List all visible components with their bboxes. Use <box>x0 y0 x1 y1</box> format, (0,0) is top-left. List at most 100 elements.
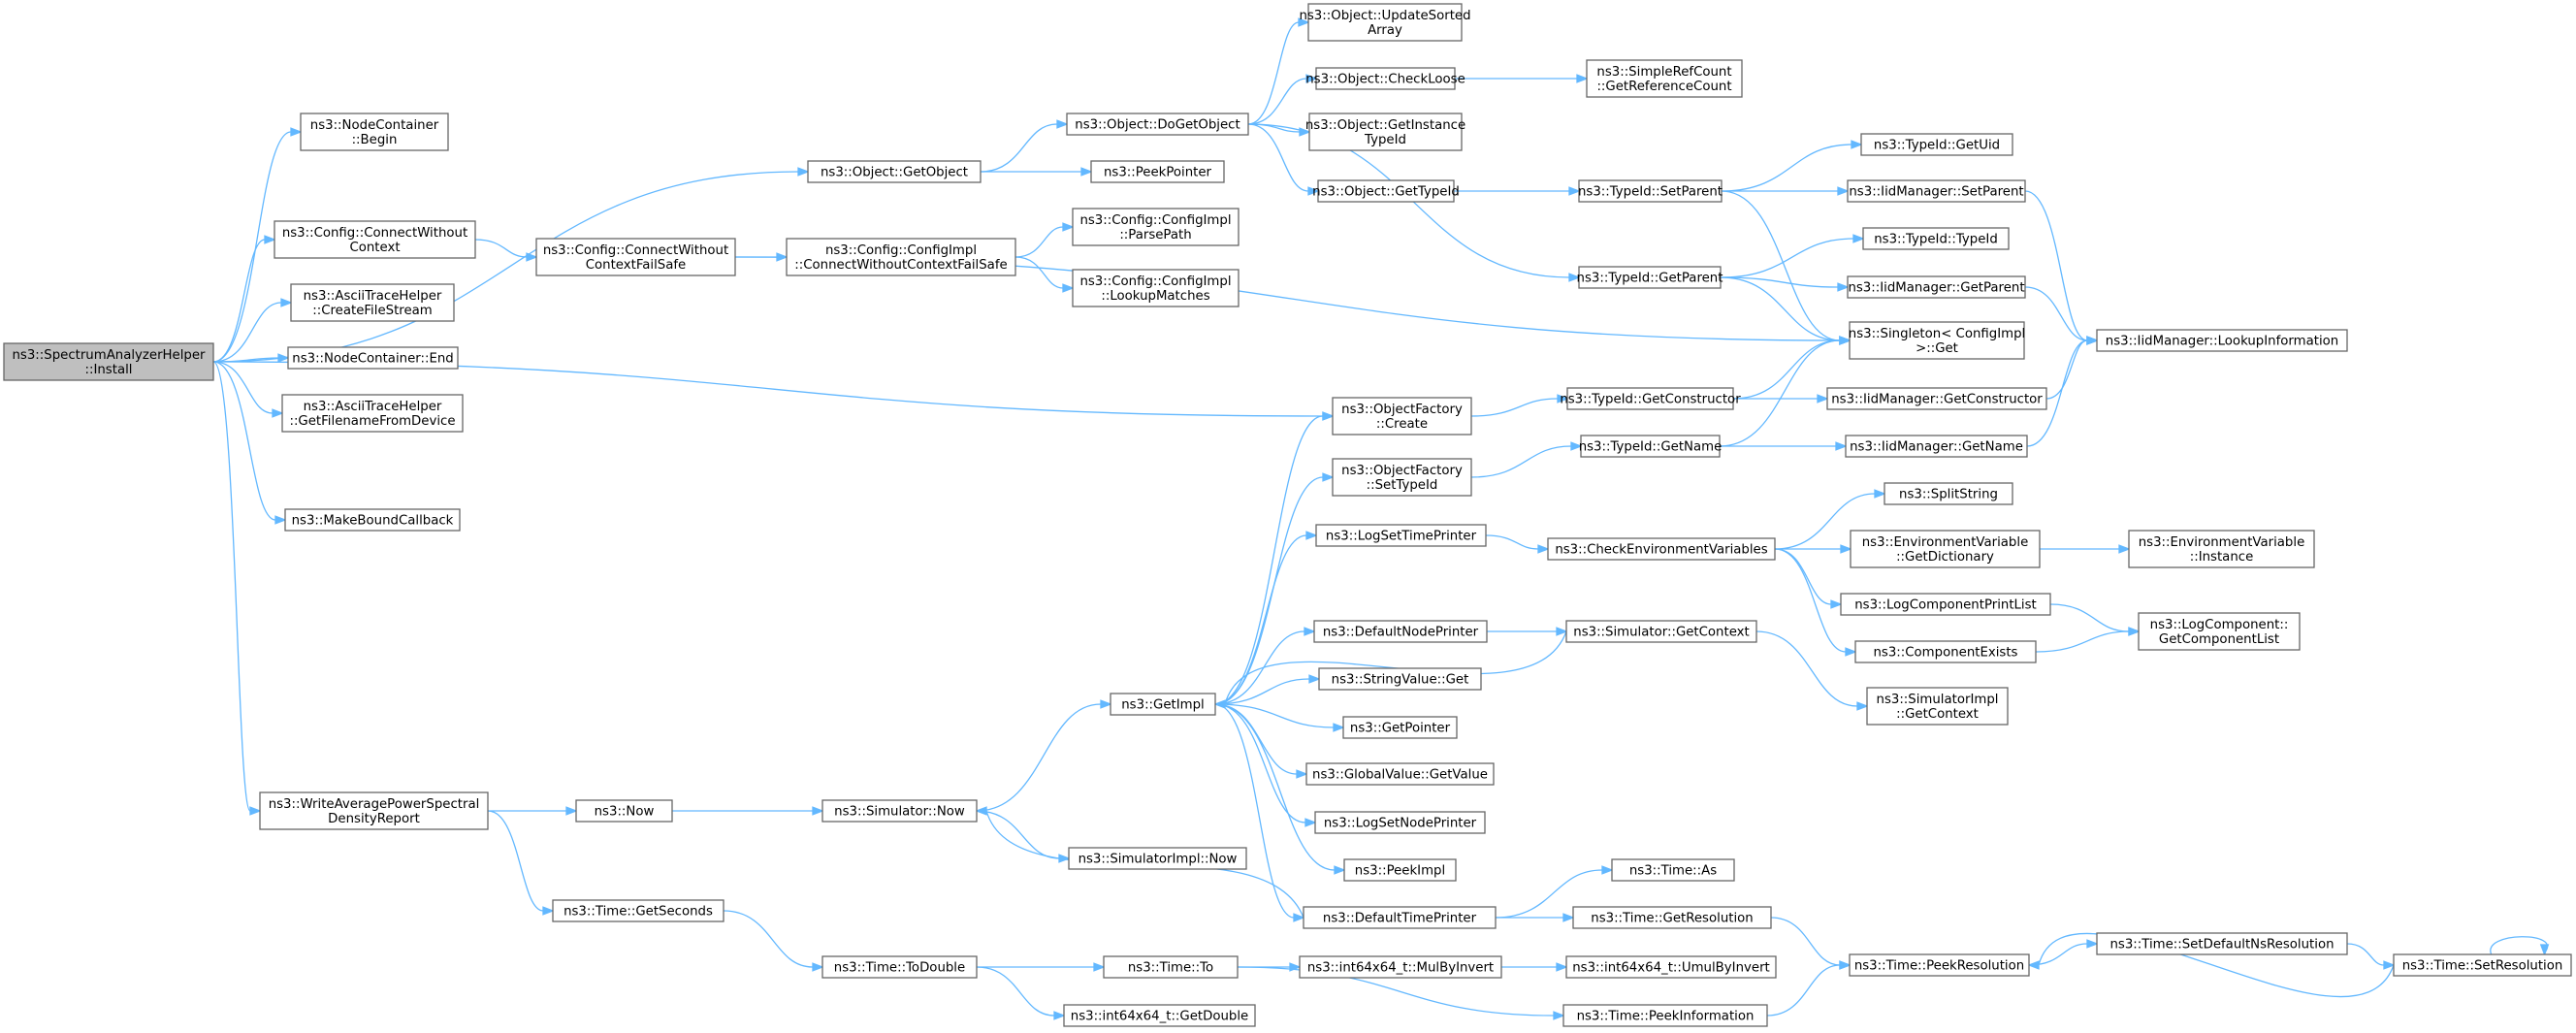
function-node-stringvalue[interactable]: ns3::StringValue::Get <box>1318 667 1482 691</box>
function-node-iid-lookup[interactable]: ns3::IidManager::LookupInformation <box>2096 329 2348 352</box>
function-node-box <box>1315 524 1487 547</box>
function-node-time-getsec[interactable]: ns3::Time::GetSeconds <box>552 899 724 922</box>
function-node-box <box>1314 811 1486 834</box>
function-node-simimpl-now[interactable]: ns3::SimulatorImpl::Now <box>1068 847 1247 870</box>
function-node-label: ns3::Time::GetSeconds <box>564 905 713 920</box>
call-edge-now-to-sim-now <box>672 806 824 816</box>
function-node-time-to[interactable]: ns3::Time::To <box>1103 955 1239 979</box>
function-node-label: ns3::MakeBoundCallback <box>292 514 454 529</box>
function-node-of-create[interactable]: ns3::ObjectFactory::Create <box>1332 397 1472 436</box>
function-node-obj-checkloose[interactable]: ns3::Object::CheckLoose <box>1305 67 1465 90</box>
function-node-peekpointer[interactable]: ns3::PeekPointer <box>1090 160 1225 183</box>
function-node-tid-getctor[interactable]: ns3::TypeId::GetConstructor <box>1560 387 1741 410</box>
function-node-box <box>1565 620 1757 643</box>
function-node-box <box>1847 179 2026 203</box>
function-node-time-setdefns[interactable]: ns3::Time::SetDefaultNsResolution <box>2096 932 2348 955</box>
function-node-getobject[interactable]: ns3::Object::GetObject <box>807 160 982 183</box>
function-node-box <box>281 394 464 433</box>
function-node-box <box>2393 953 2572 977</box>
function-node-sim-now[interactable]: ns3::Simulator::Now <box>821 799 978 823</box>
function-node-iid-getparent[interactable]: ns3::IidManager::GetParent <box>1847 275 2026 299</box>
function-node-defnodeprinter[interactable]: ns3::DefaultNodePrinter <box>1313 620 1488 643</box>
function-node-i64-mulbyinv[interactable]: ns3::int64x64_t::MulByInvert <box>1299 955 1502 979</box>
function-node-nc-end[interactable]: ns3::NodeContainer::End <box>287 346 459 370</box>
function-node-label: ns3::DefaultNodePrinter <box>1323 626 1479 640</box>
function-node-tid-getparent[interactable]: ns3::TypeId::GetParent <box>1577 266 1723 289</box>
function-node-logcomp-list[interactable]: ns3::LogComponent::GetComponentList <box>2138 612 2301 651</box>
function-node-compexists[interactable]: ns3::ComponentExists <box>1854 640 2037 663</box>
function-node-time-peekres[interactable]: ns3::Time::PeekResolution <box>1849 953 2030 977</box>
function-node-root[interactable]: ns3::SpectrumAnalyzerHelper::Install <box>3 342 214 381</box>
function-node-cfgimpl-lookup[interactable]: ns3::Config::ConfigImpl::LookupMatches <box>1072 269 1240 307</box>
function-node-box <box>1847 275 2026 299</box>
function-node-now[interactable]: ns3::Now <box>575 799 673 823</box>
call-edge-tid-getctor-to-iid-getctor <box>1732 394 1829 404</box>
function-node-logsetnode[interactable]: ns3::LogSetNodePrinter <box>1314 811 1486 834</box>
call-edge-tid-setparent-to-iid-setparent <box>1722 186 1850 196</box>
function-node-label: ns3::Config::ConfigImpl <box>825 243 977 258</box>
function-node-cfgimpl-cwcfs[interactable]: ns3::Config::ConfigImpl::ConnectWithoutC… <box>786 238 1016 276</box>
function-node-ascii-fn[interactable]: ns3::AsciiTraceHelper::GetFilenameFromDe… <box>281 394 464 433</box>
function-node-cfg-cwc[interactable]: ns3::Config::ConnectWithoutContext <box>274 220 476 259</box>
function-node-label: ns3::AsciiTraceHelper <box>304 400 442 414</box>
function-node-label: ns3::Config::ConnectWithout <box>543 243 728 258</box>
function-node-logcompprint[interactable]: ns3::LogComponentPrintList <box>1840 593 2051 616</box>
function-node-box <box>1860 133 2013 156</box>
function-node-envvar-dict[interactable]: ns3::EnvironmentVariable::GetDictionary <box>1850 530 2041 568</box>
function-node-label: ns3::Time::SetDefaultNsResolution <box>2109 938 2334 952</box>
function-node-time-as[interactable]: ns3::Time::As <box>1611 858 1735 882</box>
function-node-nc-begin[interactable]: ns3::NodeContainer::Begin <box>300 113 449 151</box>
function-node-checkenv[interactable]: ns3::CheckEnvironmentVariables <box>1547 537 1776 561</box>
call-edge-time-setres-to-time-peekres <box>2027 932 2395 998</box>
function-node-dogetobject[interactable]: ns3::Object::DoGetObject <box>1066 113 1249 136</box>
function-node-label: ns3::Object::GetObject <box>821 166 968 180</box>
function-node-logsettime[interactable]: ns3::LogSetTimePrinter <box>1315 524 1487 547</box>
function-node-obj-gettypeid[interactable]: ns3::Object::GetTypeId <box>1312 179 1460 203</box>
function-node-peekimpl[interactable]: ns3::PeekImpl <box>1343 858 1457 882</box>
function-node-splitstring[interactable]: ns3::SplitString <box>1884 482 2013 505</box>
function-node-box <box>535 238 736 276</box>
function-node-iid-setparent[interactable]: ns3::IidManager::SetParent <box>1847 179 2026 203</box>
function-node-getpointer[interactable]: ns3::GetPointer <box>1342 716 1458 739</box>
function-node-label: ns3::IidManager::GetConstructor <box>1831 393 2043 407</box>
function-node-label: ns3::TypeId::TypeId <box>1874 233 1998 247</box>
function-node-time-setres[interactable]: ns3::Time::SetResolution <box>2393 953 2572 977</box>
function-node-time-getres[interactable]: ns3::Time::GetResolution <box>1572 906 1772 929</box>
function-node-getimpl[interactable]: ns3::GetImpl <box>1110 693 1216 716</box>
function-node-ascii-create[interactable]: ns3::AsciiTraceHelper::CreateFileStream <box>290 283 455 322</box>
function-node-of-settypeid[interactable]: ns3::ObjectFactory::SetTypeId <box>1332 458 1472 497</box>
function-node-cfgimpl-parse[interactable]: ns3::Config::ConfigImpl::ParsePath <box>1072 208 1240 246</box>
function-node-label: ns3::PeekPointer <box>1104 166 1212 180</box>
function-node-box <box>259 791 489 830</box>
function-node-tid-getname[interactable]: ns3::TypeId::GetName <box>1579 435 1723 458</box>
function-node-deftimeprinter[interactable]: ns3::DefaultTimePrinter <box>1303 906 1497 929</box>
function-node-tid-getuid[interactable]: ns3::TypeId::GetUid <box>1860 133 2013 156</box>
function-node-wapsd[interactable]: ns3::WriteAveragePowerSpectralDensityRep… <box>259 791 489 830</box>
function-node-envvar-inst[interactable]: ns3::EnvironmentVariable::Instance <box>2128 530 2315 568</box>
function-node-iid-getctor[interactable]: ns3::IidManager::GetConstructor <box>1826 387 2047 410</box>
function-node-label: ns3::LogSetNodePrinter <box>1324 817 1477 831</box>
function-node-tid-setparent[interactable]: ns3::TypeId::SetParent <box>1578 179 1723 203</box>
function-node-tid-typeid[interactable]: ns3::TypeId::TypeId <box>1862 227 2010 250</box>
function-node-srefcount[interactable]: ns3::SimpleRefCount::GetReferenceCount <box>1586 59 1743 98</box>
function-node-cfg-cwcfs[interactable]: ns3::Config::ConnectWithoutContextFailSa… <box>535 238 736 276</box>
function-node-i64-getdouble[interactable]: ns3::int64x64_t::GetDouble <box>1063 1004 1256 1027</box>
function-node-singleton[interactable]: ns3::Singleton< ConfigImpl >::Get <box>1849 321 2025 360</box>
function-node-iid-getname[interactable]: ns3::IidManager::GetName <box>1845 435 2028 458</box>
call-edge-compexists-to-logcomp-list <box>2035 627 2141 653</box>
function-node-sim-getctx[interactable]: ns3::Simulator::GetContext <box>1565 620 1757 643</box>
function-node-label: ns3::LogComponent:: <box>2150 618 2289 632</box>
call-edge-tid-setparent-to-singleton <box>1721 190 1852 345</box>
function-node-label: ns3::TypeId::GetUid <box>1874 139 2000 153</box>
call-edge-time-setdefns-to-time-setres <box>2346 943 2396 970</box>
function-node-globalvalue[interactable]: ns3::GlobalValue::GetValue <box>1305 762 1495 786</box>
function-node-mbcb[interactable]: ns3::MakeBoundCallback <box>284 508 461 532</box>
function-node-simimpl-getctx[interactable]: ns3::SimulatorImpl::GetContext <box>1866 687 2009 726</box>
function-node-time-peekinfo[interactable]: ns3::Time::PeekInformation <box>1562 1004 1768 1027</box>
function-node-i64-umulbyinv[interactable]: ns3::int64x64_t::UmulByInvert <box>1565 955 1777 979</box>
function-node-time-todouble[interactable]: ns3::Time::ToDouble <box>821 955 978 979</box>
function-node-box <box>2096 932 2348 955</box>
function-node-label: ns3::PeekImpl <box>1355 864 1445 879</box>
